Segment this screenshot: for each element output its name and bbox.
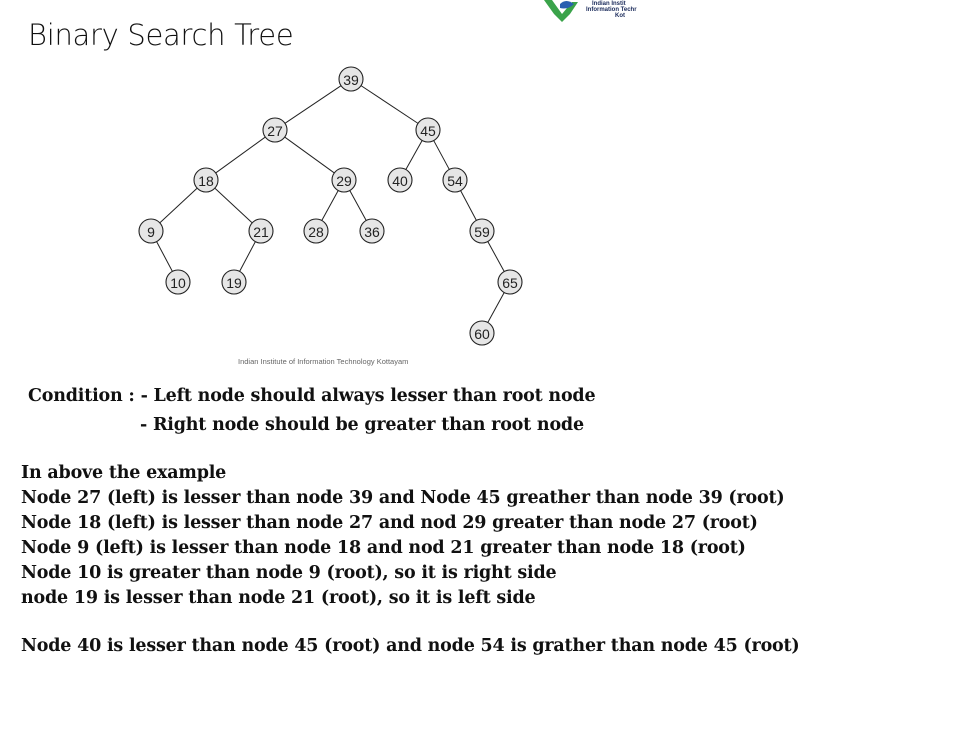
tree-edge-65-60 [487,292,505,323]
tree-node-label: 36 [364,224,380,240]
tree-node-label: 29 [336,173,352,189]
tree-node-27: 27 [262,117,288,143]
tree-node-circle [303,218,329,244]
tree-node-circle [359,218,385,244]
logo-text-line-3: Kot [615,13,625,19]
example-line: Node 9 (left) is lesser than node 18 and… [21,538,746,558]
slide-title: Binary Search Tree [28,18,294,52]
tree-node-39: 39 [338,66,364,92]
tree-node-label: 39 [343,72,359,88]
tree-node-circle [262,117,288,143]
binary-search-tree-diagram: 39 27 45 18 29 40 54 9 21 28 36 59 10 19 65 60 [138,66,523,346]
institute-logo: Indian Instit Information Techr Kot [540,0,640,24]
tree-node-65: 65 [497,269,523,295]
tree-node-circle [338,66,364,92]
tree-node-label: 65 [502,275,518,291]
tree-edge-54-59 [460,190,477,221]
tree-node-circle [248,218,274,244]
tree-node-circle [193,167,219,193]
tree-node-label: 27 [267,123,283,139]
tree-edge-18-21 [214,187,253,224]
tree-node-19: 19 [221,269,247,295]
tree-node-59: 59 [469,218,495,244]
tree-node-circle [469,320,495,346]
logo-text-line-2: Information Techr [586,7,637,13]
image-credit: Indian Institute of Information Technolo… [238,357,409,366]
tree-node-circle [165,269,191,295]
tree-node-label: 40 [392,173,408,189]
example-final-line: Node 40 is lesser than node 45 (root) an… [21,636,800,656]
tree-node-60: 60 [469,320,495,346]
tree-node-54: 54 [442,167,468,193]
tree-node-label: 18 [198,173,214,189]
tree-node-circle [221,269,247,295]
tree-edge-27-18 [215,136,266,174]
condition-left-rule: Condition : - Left node should always le… [28,386,596,406]
tree-node-label: 19 [226,275,242,291]
tree-node-label: 59 [474,224,490,240]
tree-node-label: 10 [170,275,186,291]
tree-edge-29-28 [321,190,339,221]
tree-node-9: 9 [138,218,164,244]
tree-edge-45-54 [433,140,450,170]
example-explanation: In above the example Node 27 (left) is l… [21,461,785,611]
tree-node-label: 60 [474,326,490,342]
tree-node-label: 54 [447,173,463,189]
tree-node-28: 28 [303,218,329,244]
tree-edge-18-9 [159,187,198,224]
tree-node-circle [331,167,357,193]
tree-node-circle [442,167,468,193]
logo-mark-icon [544,0,578,22]
example-line: Node 27 (left) is lesser than node 39 an… [21,488,785,508]
tree-node-18: 18 [193,167,219,193]
tree-node-circle [138,218,164,244]
tree-edge-39-27 [284,85,342,124]
example-heading: In above the example [21,463,227,483]
tree-edge-59-65 [487,241,505,272]
tree-edge-9-10 [156,241,173,272]
example-line: Node 18 (left) is lesser than node 27 an… [21,513,758,533]
tree-node-45: 45 [415,117,441,143]
tree-node-40: 40 [387,167,413,193]
tree-node-label: 28 [308,224,324,240]
tree-node-21: 21 [248,218,274,244]
example-line: Node 10 is greater than node 9 (root), s… [21,563,557,583]
tree-node-circle [387,167,413,193]
tree-edge-45-40 [405,140,423,170]
tree-node-label: 45 [420,123,436,139]
condition-right-rule: - Right node should be greater than root… [140,415,584,435]
logo-text-line-1: Indian Instit [592,1,626,7]
tree-node-10: 10 [165,269,191,295]
tree-edge-29-36 [349,190,367,221]
example-line: node 19 is lesser than node 21 (root), s… [21,588,536,608]
tree-node-circle [415,117,441,143]
tree-node-29: 29 [331,167,357,193]
tree-node-label: 9 [147,224,155,240]
tree-edge-27-29 [284,136,335,174]
tree-edge-39-45 [360,85,419,124]
tree-node-circle [497,269,523,295]
tree-edge-21-19 [239,241,256,272]
tree-node-label: 21 [253,224,269,240]
tree-node-36: 36 [359,218,385,244]
tree-node-circle [469,218,495,244]
